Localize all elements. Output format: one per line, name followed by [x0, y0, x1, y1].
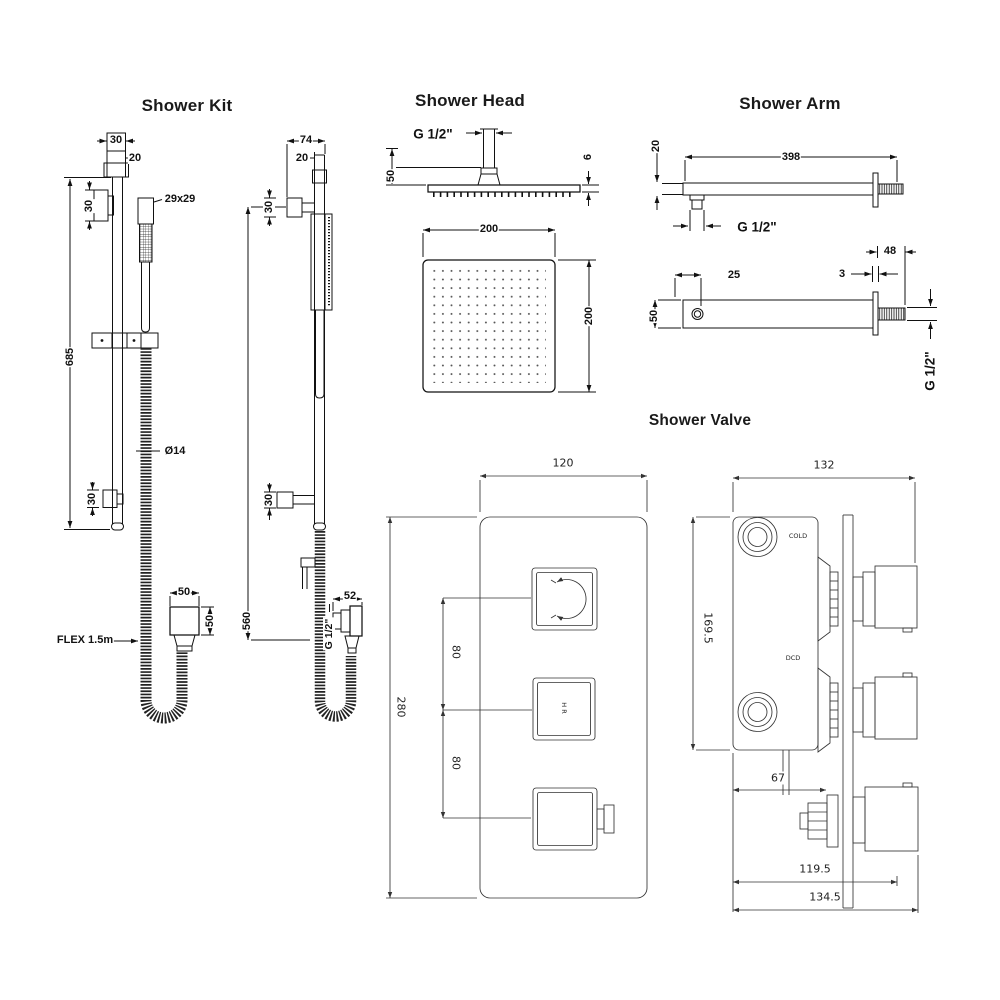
head-dim-200-width: 200	[478, 223, 500, 235]
kit-side-thread-label: G 1/2"	[323, 617, 335, 651]
shower-head-title: Shower Head	[415, 91, 525, 110]
valve-front-dim-120: 120	[551, 456, 575, 470]
kit-front-dim-bracket-30: 30	[83, 198, 95, 214]
shower-kit-side-drawing	[245, 138, 363, 722]
head-thread-label: G 1/2"	[412, 126, 454, 142]
kit-side-dim-74: 74	[298, 134, 314, 146]
kit-front-flex-label: FLEX 1.5m	[55, 634, 115, 646]
valve-side-dim-132: 132	[812, 458, 836, 472]
arm-top-thread-label: G 1/2"	[736, 219, 778, 235]
kit-front-handset-29x29: 29x29	[163, 193, 197, 205]
kit-front-dim-rail-20: 20	[127, 152, 143, 164]
kit-side-dim-rail-20: 20	[294, 152, 310, 164]
valve-front-dim-280: 280	[394, 695, 408, 719]
arm-side-dim-50: 50	[648, 308, 660, 324]
valve-side-dim-169-5: 169.5	[701, 611, 715, 645]
kit-side-dim-52: 52	[342, 590, 358, 602]
shower-arm-title: Shower Arm	[739, 94, 841, 113]
valve-front-dim-80-bottom: 80	[449, 755, 463, 771]
kit-side-dim-upper-30: 30	[263, 199, 275, 215]
head-dim-50: 50	[385, 168, 397, 184]
valve-side-cold-label: COLD	[788, 532, 808, 540]
kit-front-dim-top-30: 30	[108, 134, 124, 146]
arm-top-dim-398: 398	[780, 151, 802, 163]
arm-side-thread-label: G 1/2"	[922, 350, 938, 392]
kit-side-dim-560: 560	[241, 610, 253, 632]
head-dim-200-depth: 200	[583, 305, 595, 327]
arm-top-dim-20: 20	[650, 138, 662, 154]
valve-side-dcd-label: DCD	[785, 654, 801, 662]
valve-front-handle-label: H R	[560, 702, 568, 714]
shower-kit-front-drawing	[64, 132, 214, 724]
shower-valve-title: Shower Valve	[648, 412, 752, 429]
valve-side-dim-134-5: 134.5	[808, 890, 842, 904]
kit-front-dim-lower-30: 30	[86, 491, 98, 507]
kit-side-dim-lower-30: 30	[263, 492, 275, 508]
valve-front-dim-80-top: 80	[449, 644, 463, 660]
flex-hose-side	[314, 531, 357, 722]
head-dim-6: 6	[582, 152, 594, 162]
arm-side-dim-3: 3	[837, 268, 847, 280]
kit-front-outlet-50w: 50	[176, 586, 192, 598]
kit-front-dim-685: 685	[64, 346, 76, 368]
shower-valve-side-drawing	[690, 475, 919, 913]
arm-side-dim-25: 25	[726, 269, 742, 281]
flex-hose-front	[140, 348, 188, 724]
valve-side-dim-67: 67	[770, 771, 786, 785]
kit-front-outlet-50h: 50	[204, 613, 216, 629]
kit-front-hose-diameter: Ø14	[163, 445, 187, 457]
shower-valve-front-drawing	[386, 473, 648, 899]
shower-arm-drawing	[652, 152, 937, 339]
valve-side-dim-119-5: 119.5	[798, 862, 832, 876]
shower-kit-title: Shower Kit	[141, 96, 233, 115]
shower-head-drawing	[386, 128, 599, 393]
arm-side-dim-48: 48	[882, 245, 898, 257]
